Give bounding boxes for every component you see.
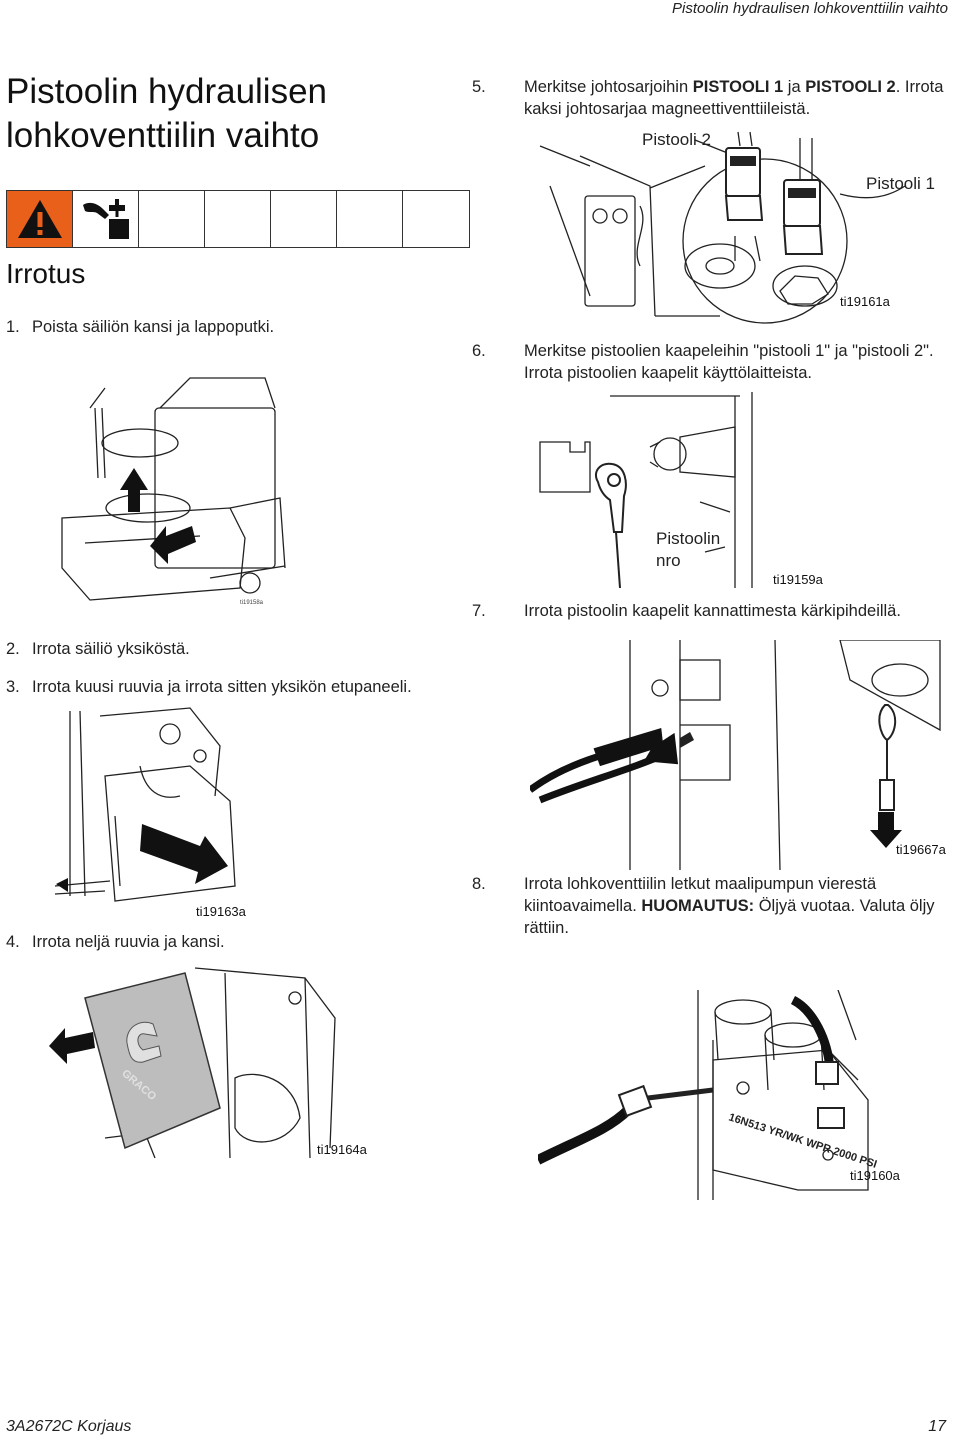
step-number: 8. bbox=[472, 875, 486, 893]
step-number: 2. bbox=[6, 640, 20, 658]
step-number: 5. bbox=[472, 78, 486, 96]
step-text: Irrota neljä ruuvia ja kansi. bbox=[32, 933, 225, 951]
footer-doc-ref: 3A2672C Korjaus bbox=[6, 1418, 132, 1435]
figure-tank-removal: ti19158a bbox=[50, 368, 290, 618]
valve-stamp-text: 16N513 YR/WK WPR 2000 PSI bbox=[727, 1111, 878, 1170]
step-emphasis: PISTOOLI 2 bbox=[805, 78, 896, 96]
empty-icon-cell bbox=[139, 191, 205, 247]
step-6: 6. Merkitse pistoolien kaapeleihin "pisto… bbox=[472, 340, 938, 384]
section-title: Pistoolin hydraulisen lohkoventtiilin va… bbox=[6, 72, 328, 155]
step-text: Merkitse pistoolien kaapeleihin "pistool… bbox=[524, 342, 934, 382]
callout-gun-number: Pistoolin nro bbox=[656, 529, 721, 570]
step-text: Merkitse johtosarjoihin bbox=[524, 78, 693, 96]
hazard-icon-bar bbox=[6, 190, 470, 248]
empty-icon-cell bbox=[337, 191, 403, 247]
figure-tag: ti19164a bbox=[317, 1142, 368, 1157]
step-number: 6. bbox=[472, 342, 486, 360]
figure-tag: ti19163a bbox=[196, 904, 247, 919]
figure-tag: ti19161a bbox=[840, 294, 890, 309]
step-text: . Irrota kaksi johtosarjaa magneettivent… bbox=[524, 78, 944, 118]
step-number: 3. bbox=[6, 678, 20, 696]
step-4: 4. Irrota neljä ruuvia ja kansi. bbox=[6, 931, 446, 953]
figure-tag: ti19158a bbox=[240, 600, 264, 606]
figure-tag: ti19159a bbox=[773, 572, 823, 587]
figure-tag: ti19667a bbox=[896, 842, 946, 857]
figure-gun-cables bbox=[530, 392, 830, 588]
step-1: 1. Poista säiliön kansi ja lappoputki. bbox=[6, 316, 446, 338]
figure-front-panel: ti19163a bbox=[50, 706, 300, 926]
step-text: Irrota lohkoventtiilin letkut maalipumpu… bbox=[524, 875, 877, 915]
step-note-label: HUOMAUTUS: bbox=[641, 897, 755, 915]
step-number: 4. bbox=[6, 933, 20, 951]
figure-block-valve-hoses: 16N513 YR/WK WPR 2000 PSI bbox=[538, 990, 948, 1200]
figure-tag: ti19160a bbox=[850, 1168, 900, 1183]
subsection-title: Irrotus bbox=[6, 258, 86, 289]
warning-icon bbox=[7, 191, 73, 247]
callout-pistooli-2: Pistooli 2 bbox=[642, 130, 711, 149]
footer-page-number: 17 bbox=[928, 1418, 946, 1435]
figure-pliers-bracket bbox=[530, 640, 950, 870]
hand-crush-hazard-icon bbox=[73, 191, 139, 247]
step-2: 2. Irrota säiliö yksiköstä. bbox=[6, 638, 446, 660]
step-text: Poista säiliön kansi ja lappoputki. bbox=[32, 318, 275, 336]
step-3: 3. Irrota kuusi ruuvia ja irrota sitten y… bbox=[6, 676, 476, 698]
step-5: 5.Merkitse johtosarjoihin PISTOOLI 1 ja … bbox=[472, 76, 948, 120]
step-8: 8. Irrota lohkoventtiilin letkut maalipum… bbox=[472, 873, 956, 939]
callout-pistooli-1: Pistooli 1 bbox=[866, 174, 935, 193]
figure-solenoid-harnesses bbox=[530, 126, 950, 326]
step-7: 7. Irrota pistoolin kaapelit kannattimest… bbox=[472, 600, 958, 622]
step-text: Irrota säiliö yksiköstä. bbox=[32, 640, 190, 658]
step-text: ja bbox=[783, 78, 806, 96]
step-text: Öljyä vuotaa. Valuta öljy rättiin. bbox=[524, 897, 935, 937]
running-header: Pistoolin hydraulisen lohkoventtiilin va… bbox=[672, 0, 948, 17]
figure-cover-removal: GRACO ti19164a bbox=[45, 958, 375, 1168]
step-text: Irrota kuusi ruuvia ja irrota sitten yks… bbox=[32, 678, 412, 696]
step-number: 7. bbox=[472, 602, 486, 620]
empty-icon-cell bbox=[403, 191, 469, 247]
empty-icon-cell bbox=[271, 191, 337, 247]
step-number: 1. bbox=[6, 318, 20, 336]
step-text: Irrota pistoolin kaapelit kannattimesta … bbox=[524, 602, 901, 620]
empty-icon-cell bbox=[205, 191, 271, 247]
step-emphasis: PISTOOLI 1 bbox=[692, 78, 784, 96]
